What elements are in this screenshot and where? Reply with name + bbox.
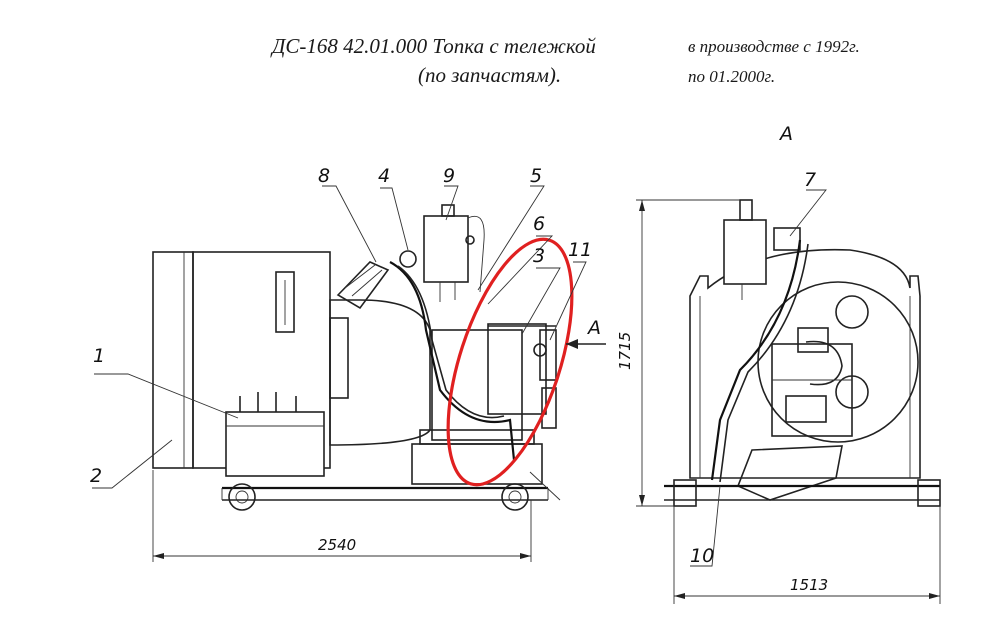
length-dimension xyxy=(152,470,532,562)
fuel-tank xyxy=(423,215,469,283)
callout-9: 9 xyxy=(443,165,455,187)
side-view xyxy=(152,204,561,511)
length-dimension-value: 2540 xyxy=(318,536,356,554)
callout-11: 11 xyxy=(568,239,592,261)
burner-assembly xyxy=(771,343,853,437)
callout-4: 4 xyxy=(378,165,390,187)
drawing-subtitle: (по запчастям). xyxy=(418,63,562,87)
side-view-callouts xyxy=(92,185,587,489)
callout-5: 5 xyxy=(530,165,542,187)
wheel-rear xyxy=(228,483,256,511)
view-label: A xyxy=(778,123,793,145)
drawing-title: ДС-168 42.01.000 Топка с тележкой xyxy=(272,34,596,58)
furnace-front-panel xyxy=(152,251,194,469)
callout-1: 1 xyxy=(93,345,105,367)
fuel-hose xyxy=(389,261,516,461)
highlight-ellipse xyxy=(446,237,574,487)
callout-2: 2 xyxy=(90,465,102,487)
burner-block xyxy=(487,323,547,415)
height-dimension-value: 1715 xyxy=(616,332,634,370)
callout-8: 8 xyxy=(318,165,330,187)
blower-housing xyxy=(329,299,431,446)
wheel-front xyxy=(501,483,529,511)
fan-motor xyxy=(336,261,390,310)
width-dimension-value: 1513 xyxy=(790,576,828,594)
fuel-filter xyxy=(399,250,417,268)
sight-gauge xyxy=(275,271,295,333)
front-hose xyxy=(710,239,802,481)
front-fuel-tank xyxy=(723,219,767,285)
callout-7: 7 xyxy=(804,169,816,191)
callout-6: 6 xyxy=(533,213,545,235)
width-dimension xyxy=(673,506,941,604)
callout-3: 3 xyxy=(533,245,545,267)
front-view xyxy=(664,199,941,507)
height-dimension xyxy=(636,199,740,507)
ash-chute xyxy=(736,445,843,501)
ash-tray xyxy=(225,411,325,477)
production-period-end: по 01.2000г. xyxy=(688,67,776,86)
view-arrow-label: A xyxy=(586,317,601,339)
production-period-start: в производстве с 1992г. xyxy=(688,37,860,56)
callout-10: 10 xyxy=(690,545,714,567)
burner-column xyxy=(431,329,523,441)
